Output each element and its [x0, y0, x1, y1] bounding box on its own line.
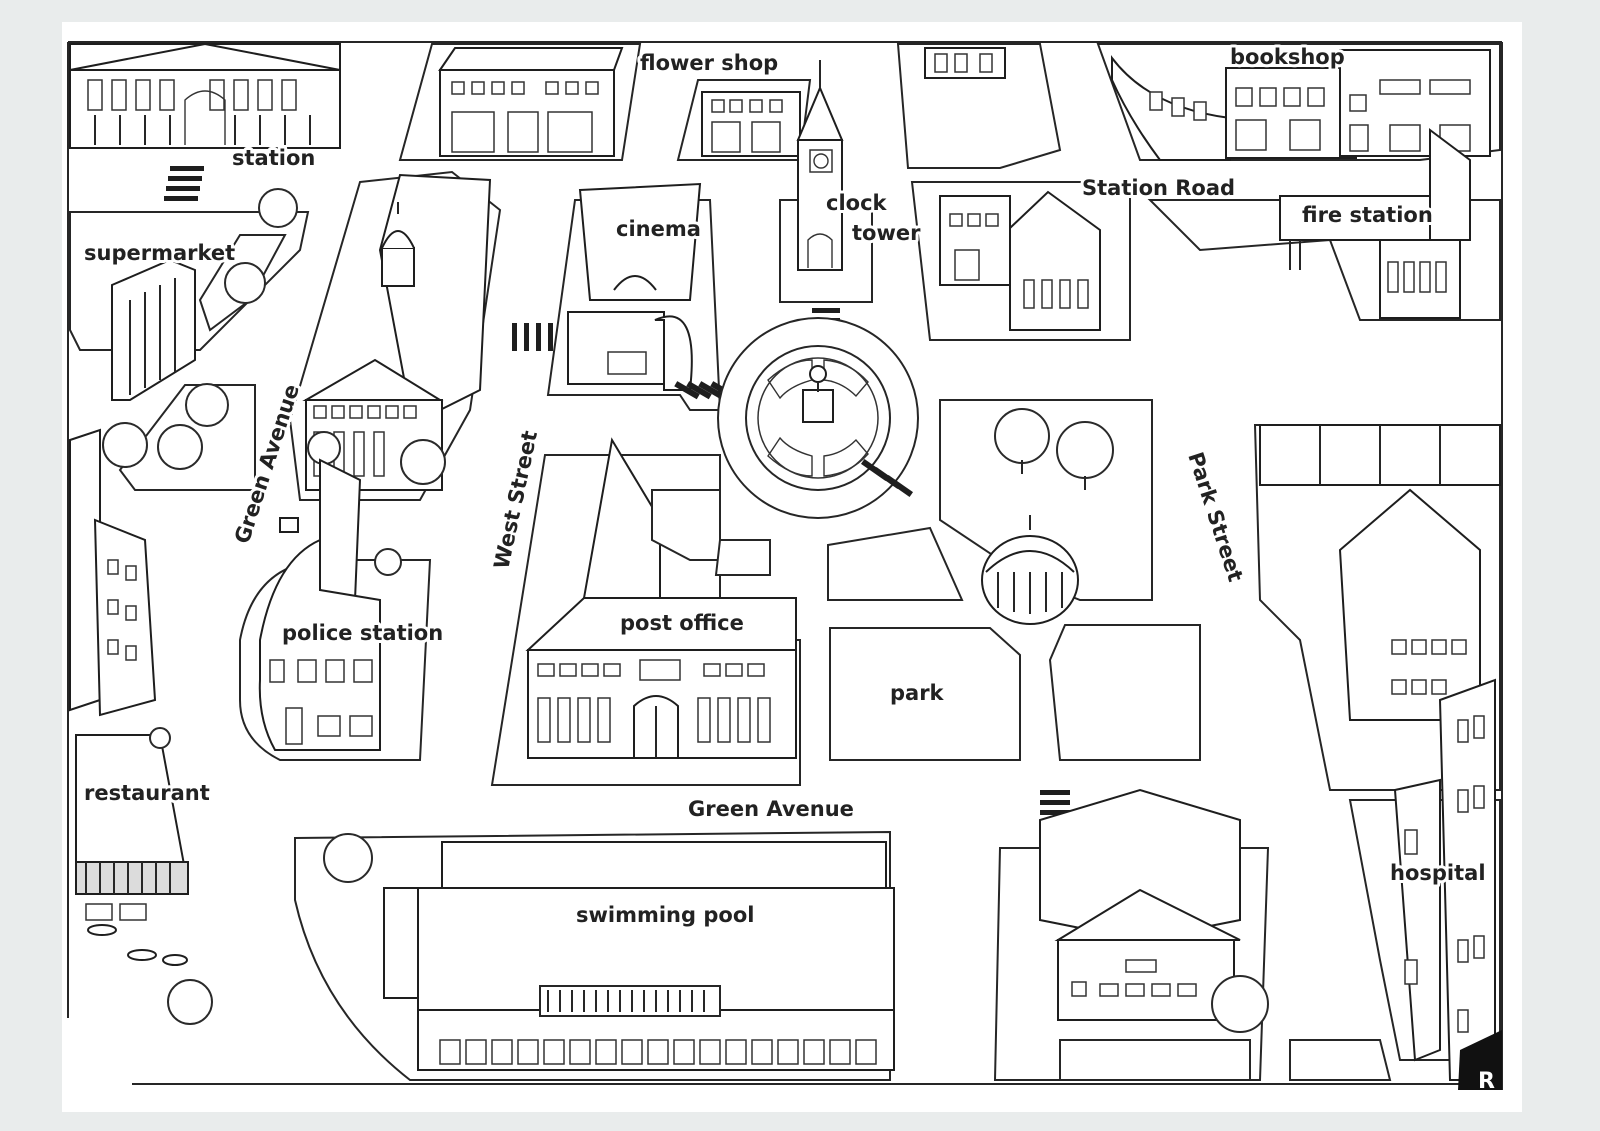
label-hospital: hospital [1390, 861, 1486, 885]
corner-mark-shape [1458, 1030, 1502, 1090]
label-post-office: post office [620, 611, 744, 635]
houses-block [910, 181, 1131, 341]
tree [167, 979, 213, 1025]
tree [102, 422, 148, 468]
bottom-center-building [993, 788, 1270, 1081]
clock-tower [779, 60, 873, 303]
label-clock-tower-1: clock [826, 191, 888, 215]
tree [157, 424, 203, 470]
label-clock-tower-2: tower [852, 221, 921, 245]
restaurant-building [75, 734, 189, 966]
parking-block [1059, 1039, 1251, 1081]
tree [374, 548, 402, 576]
tree [323, 833, 373, 883]
hospital-building [1348, 678, 1501, 1081]
police-station-block [239, 458, 432, 761]
label-restaurant: restaurant [84, 781, 210, 805]
roundabout [717, 317, 919, 519]
flower-shop-block [398, 43, 642, 161]
cinema-block [546, 182, 722, 411]
traffic-island [651, 489, 721, 561]
tree [400, 439, 446, 485]
park-area [827, 399, 1201, 761]
corner-mark: R [1478, 1069, 1495, 1094]
traffic-island [714, 539, 771, 576]
station-crossing [164, 166, 204, 201]
label-supermarket: supermarket [84, 241, 235, 265]
flower-shop-building [676, 79, 812, 161]
tree [224, 262, 266, 304]
tree [307, 431, 341, 465]
tree [185, 383, 229, 427]
top-center-block [896, 43, 1062, 169]
label-police-station: police station [282, 621, 443, 645]
tree [1211, 975, 1269, 1033]
label-station-road: Station Road [1082, 176, 1235, 200]
tree [149, 727, 171, 749]
post-office-block [490, 437, 801, 786]
label-flower-shop: flower shop [640, 51, 778, 75]
parking-block [1289, 1039, 1392, 1081]
roundabout-crossing-east [860, 458, 914, 498]
label-bookshop: bookshop [1230, 45, 1345, 69]
label-swimming-pool: swimming pool [576, 903, 754, 927]
label-cinema: cinema [616, 217, 701, 241]
left-edge-buildings [69, 428, 157, 717]
swimming-pool-block [294, 830, 895, 1081]
right-mid-block [1253, 424, 1501, 791]
cinema-crossing [512, 323, 553, 351]
label-park: park [890, 681, 945, 705]
tree [258, 188, 298, 228]
park-crossing [1040, 790, 1070, 815]
label-green-avenue-horizontal: Green Avenue [688, 797, 854, 821]
bookshop-block [1096, 43, 1501, 161]
station-building [69, 42, 341, 149]
label-fire-station: fire station [1302, 203, 1433, 227]
fire-station-block [1147, 128, 1501, 321]
label-station: station [232, 146, 315, 170]
